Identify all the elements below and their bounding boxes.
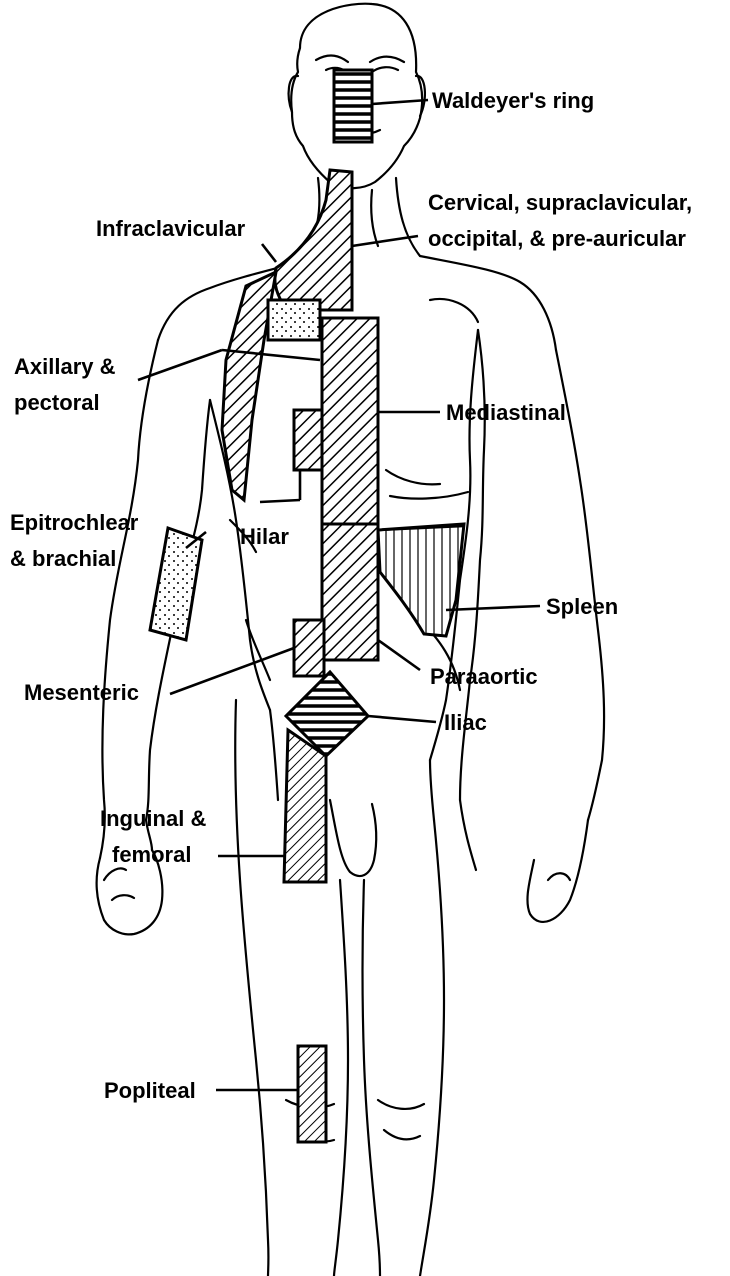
label-axillary-line2: pectoral [14, 390, 100, 415]
label-popliteal: Popliteal [104, 1078, 196, 1103]
label-waldeyers-ring: Waldeyer's ring [432, 88, 594, 113]
region-popliteal [298, 1046, 326, 1142]
region-mediastinal [322, 318, 378, 524]
label-iliac: Iliac [444, 710, 487, 735]
label-cervical-line2: occipital, & pre-auricular [428, 226, 686, 251]
label-mesenteric: Mesenteric [24, 680, 139, 705]
region-infraclavicular [268, 300, 320, 340]
label-axillary-line1: Axillary & [14, 354, 116, 379]
region-spleen [378, 524, 464, 636]
region-epitrochlear [150, 528, 202, 640]
region-inguinal [284, 730, 326, 882]
label-inguinal-line2: femoral [112, 842, 191, 867]
label-epitrochlear-line2: & brachial [10, 546, 116, 571]
label-hilar: Hilar [240, 524, 289, 549]
region-paraaortic [322, 524, 378, 660]
label-inguinal-line1: Inguinal & [100, 806, 206, 831]
label-infraclavicular: Infraclavicular [96, 216, 246, 241]
region-waldeyers-ring [334, 70, 372, 142]
region-cervical [275, 170, 352, 310]
label-mediastinal: Mediastinal [446, 400, 566, 425]
label-paraaortic: Paraaortic [430, 664, 538, 689]
label-spleen: Spleen [546, 594, 618, 619]
label-epitrochlear-line1: Epitrochlear [10, 510, 139, 535]
region-hilar [294, 410, 322, 470]
region-mesenteric [294, 620, 324, 676]
label-cervical-line1: Cervical, supraclavicular, [428, 190, 692, 215]
